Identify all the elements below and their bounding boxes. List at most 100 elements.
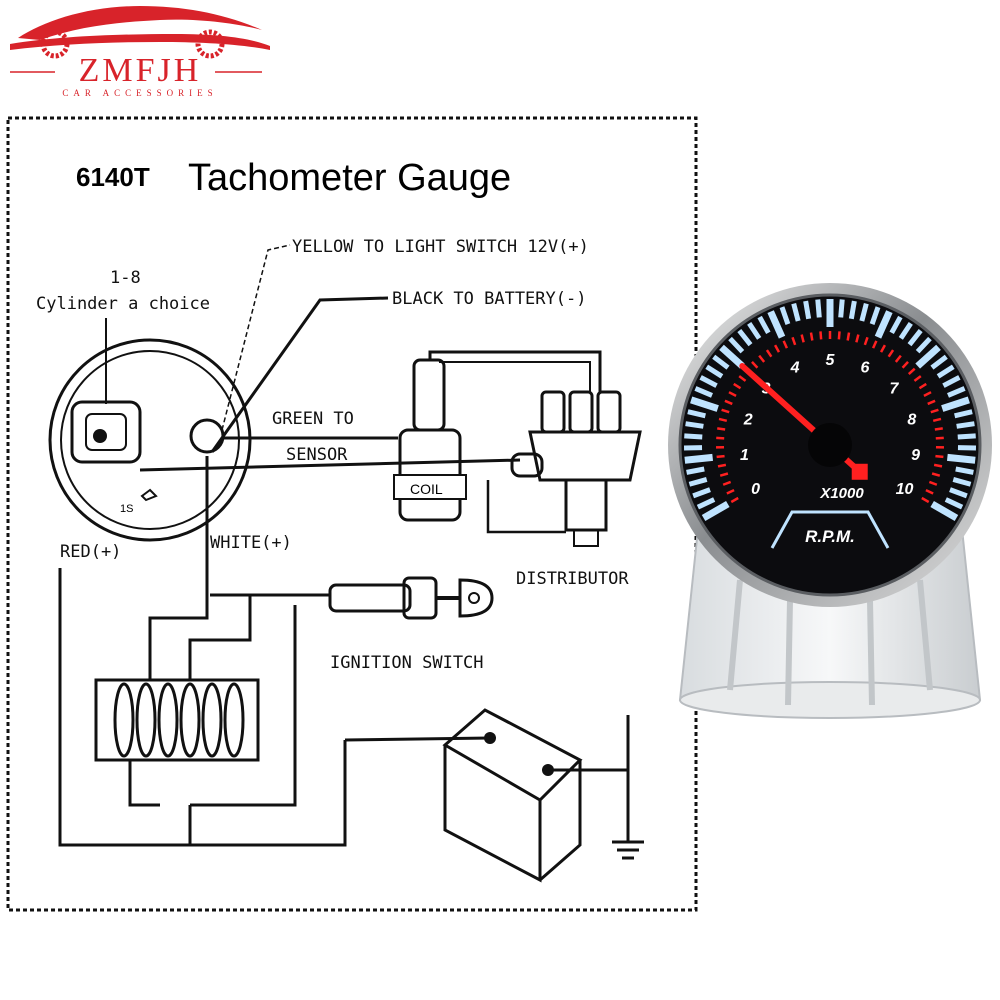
label-black: BLACK TO BATTERY(-) [392,289,586,309]
red-ring-tick [928,480,938,486]
label-ignition: IGNITION SWITCH [330,653,484,673]
needle-counterweight [851,463,868,480]
red-ring-tick [923,391,932,397]
red-ring-tick [809,332,814,341]
cylinder-count-label: 1-8 [110,268,141,288]
minor-tick [907,329,923,347]
major-tick [701,500,730,522]
red-ring-tick [935,454,944,459]
red-ring-tick [934,427,943,431]
red-ring-tick [773,344,781,353]
diagram-title: Tachometer Gauge [188,157,511,199]
major-tick [941,396,970,412]
minor-tick [791,302,801,322]
scale-label-5: 5 [826,352,836,369]
minor-tick [705,364,724,379]
red-ring-tick [718,417,728,423]
red-ring-tick [930,408,939,414]
red-ring-tick [800,334,805,343]
red-ring-tick [730,496,739,504]
red-ring-tick [738,375,747,382]
distributor-icon [486,390,642,547]
major-tick [874,310,893,339]
minor-tick [684,433,703,440]
red-ring-tick [751,361,759,369]
cylinder-selector-icon [70,400,142,464]
minor-tick [848,300,857,320]
minor-tick [944,497,964,510]
label-yellow: YELLOW TO LIGHT SWITCH 12V(+) [292,237,589,257]
red-ring-tick [935,436,944,440]
minor-tick [757,315,771,335]
major-tick [767,310,786,339]
minor-tick [699,375,718,388]
red-ring-tick [901,361,909,369]
gauge-ticks [683,299,977,522]
minor-tick [686,466,705,475]
minor-tick [936,364,955,379]
red-ring-tick [717,463,727,468]
red-ring-tick [913,375,922,382]
model-number: 6140T [76,162,150,192]
scale-label-10: 10 [896,481,914,498]
red-ring-tick [719,472,729,477]
needle-hub [808,423,852,467]
label-distributor: DISTRIBUTOR [516,569,629,589]
minor-tick [954,409,973,419]
red-ring-tick [716,436,725,440]
scale-label-1: 1 [740,447,749,464]
car-silhouette-icon [10,6,270,73]
minor-tick [737,329,753,347]
tachometer-back-view [48,338,252,542]
minor-tick [956,421,975,429]
major-tick [684,453,714,464]
cylinder-choice-label: Cylinder a choice [36,294,210,314]
red-ring-tick [724,399,733,406]
ignition-coil-icon [393,350,602,522]
red-ring-tick [921,496,930,504]
gauge-scale-labels: 012345678910 [740,352,920,498]
ground-icon [612,715,644,860]
red-ring-tick [722,480,732,486]
minor-tick [838,299,845,318]
brand-logo: ZMFJH CAR ACCESSORIES [0,0,280,110]
minor-tick [869,306,881,325]
label-red: RED(+) [60,542,121,562]
red-ring-tick [933,463,943,468]
small-marker-label: 1S [120,503,133,515]
minor-tick [942,375,961,388]
red-ring-tick [733,382,742,390]
minor-tick [957,433,976,440]
scale-label-7: 7 [889,380,899,397]
red-ring-tick [932,417,942,423]
major-tick [946,453,976,464]
gauge-multiplier: X1000 [819,485,864,502]
minor-tick [685,421,704,429]
minor-tick [949,487,968,499]
scale-label-0: 0 [751,481,760,498]
minor-tick [898,322,913,340]
terminal-post-icon [189,418,225,454]
red-ring-tick [894,354,902,363]
scale-label-4: 4 [790,359,800,376]
red-ring-tick [855,334,860,343]
red-ring-tick [716,454,725,459]
red-ring-tick [782,340,789,349]
red-ring-tick [837,331,841,340]
red-ring-tick [721,408,730,414]
red-ring-tick [765,349,773,358]
label-green-1: GREEN TO [272,409,354,429]
minor-tick [687,409,706,419]
minor-tick [915,336,932,354]
minor-tick [694,386,713,398]
minor-tick [889,315,903,335]
scale-label-9: 9 [911,447,920,464]
minor-tick [815,299,822,318]
light-bulb-icon [140,488,158,502]
red-ring-tick [879,344,887,353]
scale-label-6: 6 [861,359,870,376]
minor-tick [930,354,948,370]
label-white: WHITE(+) [210,533,292,553]
brand-name: ZMFJH [78,52,202,89]
